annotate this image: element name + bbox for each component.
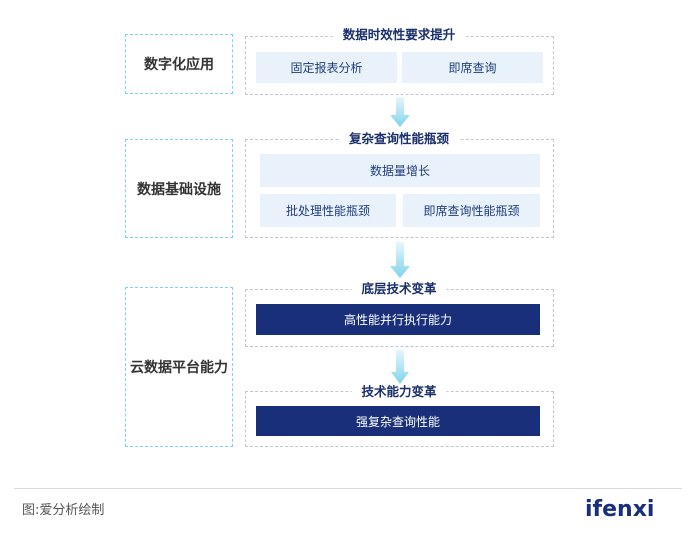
cell-text: 固定报表分析 <box>290 61 363 75</box>
cell-text: 即席查询 <box>448 61 497 75</box>
group-title: 数据时效性要求提升 <box>332 27 466 43</box>
cell-text: 高性能并行执行能力 <box>343 313 452 327</box>
layer-label-data-infrastructure: 数据基础设施 <box>125 139 233 238</box>
cell-ad-hoc-performance-bottleneck: 即席查询性能瓶颈 <box>403 194 540 227</box>
cell-text: 强复杂查询性能 <box>355 414 440 429</box>
down-arrow-icon <box>391 350 409 384</box>
cell-data-volume-growth: 数据量增长 <box>260 154 540 187</box>
cell-batch-performance-bottleneck: 批处理性能瓶颈 <box>260 194 396 227</box>
footer-divider <box>14 488 682 489</box>
ifenxi-logo: ifenxi <box>585 497 655 522</box>
down-arrow-icon <box>390 97 410 127</box>
cell-ad-hoc-query: 即席查询 <box>402 52 543 83</box>
layer-label-cloud-data-platform: 云数据平台能力 <box>125 287 233 447</box>
cell-text: 即席查询性能瓶颈 <box>423 204 520 218</box>
layer-label-text: 数据基础设施 <box>137 181 221 198</box>
source-caption: 图:爱分析绘制 <box>22 503 105 518</box>
cell-fixed-report-analysis: 固定报表分析 <box>256 52 397 83</box>
layer-label-text: 数字化应用 <box>144 57 214 73</box>
cell-high-performance-parallel-execution: 高性能并行执行能力 <box>256 304 540 335</box>
group-title: 复杂查询性能瓶颈 <box>338 131 460 147</box>
layer-label-text: 云数据平台能力 <box>130 360 228 376</box>
cell-text: 批处理性能瓶颈 <box>285 204 370 218</box>
down-arrow-icon <box>390 242 410 278</box>
group-title: 底层技术变革 <box>351 281 447 297</box>
cell-strong-complex-query-performance: 强复杂查询性能 <box>256 406 540 436</box>
layer-label-digital-app: 数字化应用 <box>125 34 233 94</box>
group-title: 技术能力变革 <box>351 384 447 400</box>
cell-text: 数据量增长 <box>369 164 430 178</box>
